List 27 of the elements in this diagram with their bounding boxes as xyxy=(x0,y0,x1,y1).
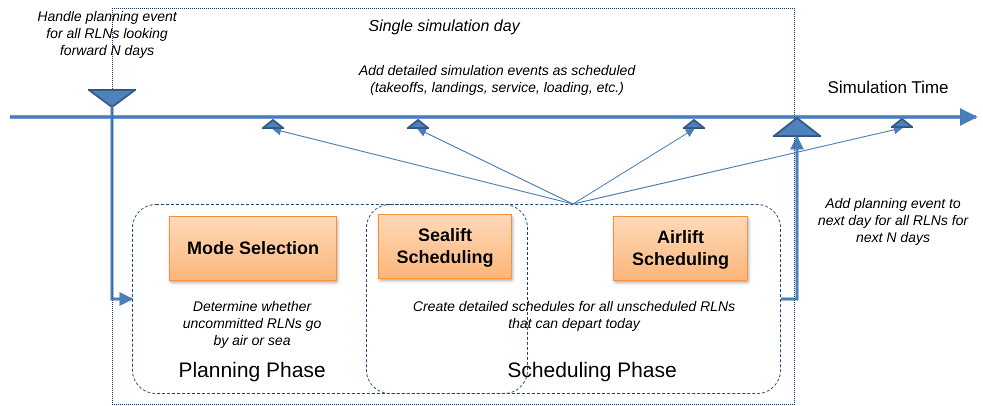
description-text: Create detailed schedules for all unscheduled RLNs that can depart today xyxy=(412,298,736,332)
arrow xyxy=(110,108,134,306)
box-label: Airlift Scheduling xyxy=(630,226,730,270)
event-triangle xyxy=(773,117,821,137)
box-label: Sealift Scheduling xyxy=(395,224,494,268)
event-triangle xyxy=(891,118,913,128)
event-triangle xyxy=(407,119,429,129)
arrow xyxy=(572,128,695,204)
axis-label: Simulation Time xyxy=(826,78,950,98)
arrow xyxy=(272,126,574,204)
title-text: Single simulation day xyxy=(367,17,522,36)
annotation-text: Add detailed simulation events as scheduled (takeoffs, landings, service, loading, etc.) xyxy=(357,62,636,96)
arrow xyxy=(572,125,903,204)
phase-label: Planning Phase xyxy=(177,358,327,384)
event-triangle xyxy=(88,89,136,108)
process-box xyxy=(169,216,337,281)
description-text: Determine whether uncommitted RLNs go by air or sea xyxy=(182,298,322,348)
annotation-text: Add planning event to next day for all RLNs for next N days xyxy=(816,195,970,246)
process-box xyxy=(378,214,512,279)
arrow xyxy=(781,136,804,300)
arrow xyxy=(417,128,574,204)
event-triangle xyxy=(683,119,705,129)
event-note: Handle planning event for all RLNs looking forward N days xyxy=(36,8,178,58)
event-triangle xyxy=(262,119,284,129)
process-box xyxy=(613,216,748,281)
phase-label: Scheduling Phase xyxy=(506,358,678,384)
box-label: Mode Selection xyxy=(186,238,320,260)
